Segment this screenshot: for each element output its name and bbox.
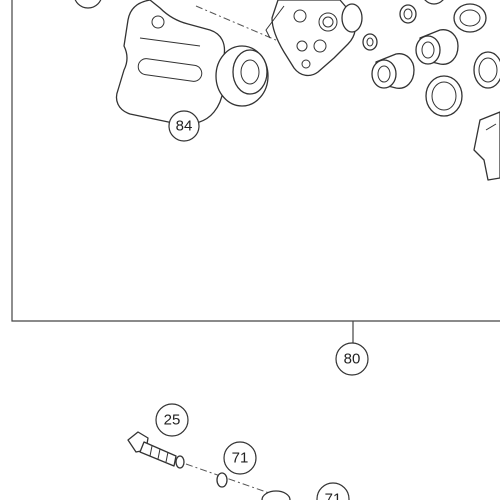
- piston-right: [415, 29, 459, 65]
- large-o-rings: [425, 3, 500, 117]
- svg-text:25: 25: [164, 412, 181, 429]
- partial-callout-top: [74, 0, 102, 9]
- caliper-bracket: [115, 0, 269, 126]
- callout-71-upper: 71: [223, 441, 257, 475]
- washer: [216, 472, 228, 488]
- callout-84: 84: [168, 110, 200, 142]
- svg-text:71: 71: [325, 491, 342, 500]
- brake-pad: [473, 111, 500, 181]
- svg-text:80: 80: [344, 351, 361, 368]
- bottom-cap: [261, 490, 291, 500]
- caliper-body: [265, 0, 363, 77]
- svg-text:71: 71: [232, 450, 249, 467]
- partial-callout-top-right: [424, 0, 444, 5]
- bleed-bolt: [127, 431, 185, 469]
- seal-rings: [362, 4, 417, 51]
- callout-71-lower: 71: [316, 482, 350, 500]
- axis-line-lower: [185, 463, 273, 495]
- callout-25: 25: [155, 403, 189, 437]
- assembly-frame: [11, 0, 500, 322]
- svg-text:84: 84: [176, 118, 193, 135]
- piston-left: [371, 53, 415, 89]
- axis-line-upper: [195, 5, 291, 47]
- callout-80: 80: [335, 342, 369, 376]
